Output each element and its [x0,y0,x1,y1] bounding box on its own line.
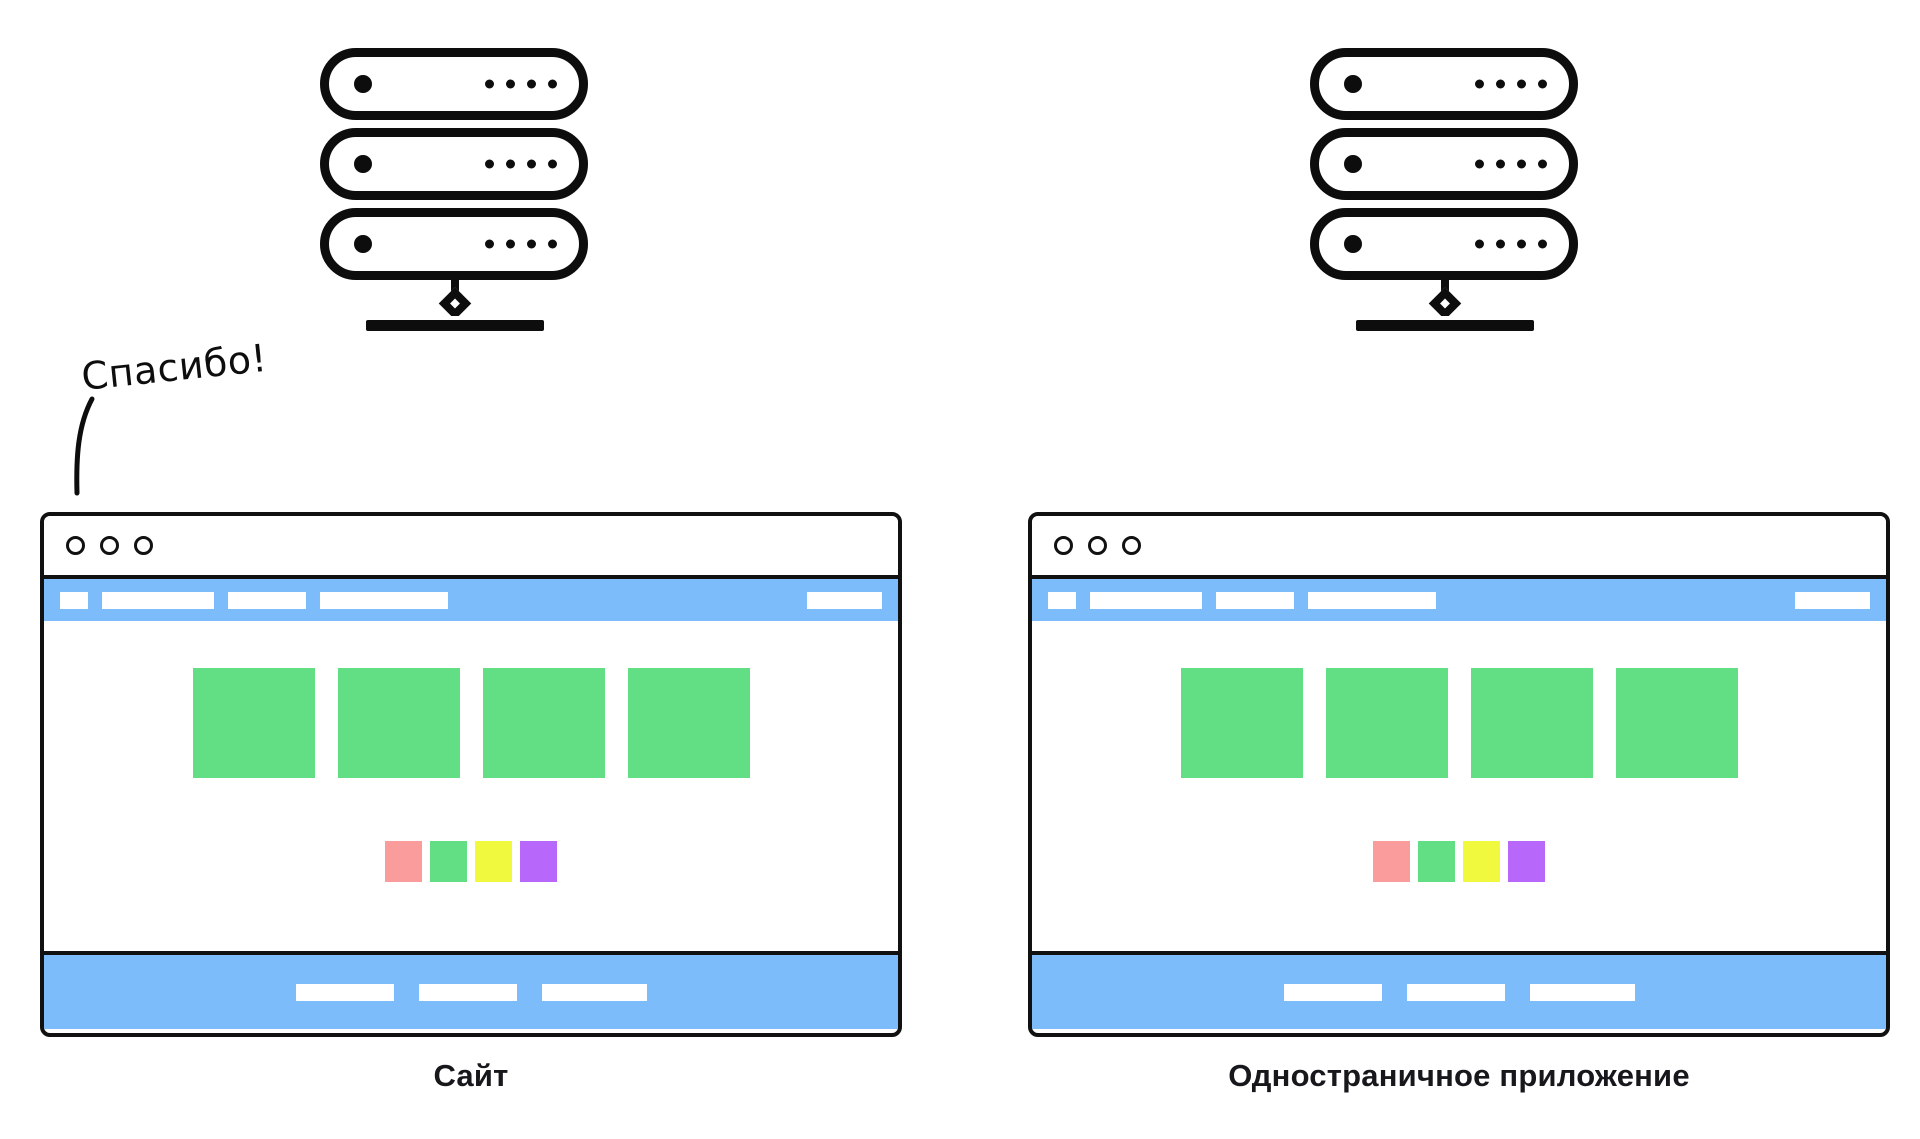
server-status-dots-icon [485,159,557,169]
chip-2[interactable] [430,841,467,882]
server-base-bar-icon [1356,320,1534,331]
content-block-3[interactable] [1470,668,1593,778]
server-power-led-icon [354,155,372,173]
server-status-dots-icon [1475,239,1547,249]
chip-4[interactable] [520,841,557,882]
footer-link-3[interactable] [1529,983,1635,1001]
footer-link-3[interactable] [541,983,647,1001]
server-rack-row [320,208,588,280]
server-status-dots-icon [1475,79,1547,89]
footer-link-1[interactable] [1283,983,1382,1001]
site-navigation-bar[interactable] [44,579,898,621]
server-network-node-icon [1428,287,1462,320]
nav-action[interactable] [1795,591,1870,609]
window-close-icon[interactable] [66,536,85,555]
annotation-label: Спасибо! [79,335,270,399]
server-network-node-icon [438,287,472,320]
server-status-dots-icon [1475,159,1547,169]
column-single-page-application: Одностраничное приложение [1000,0,1900,1139]
window-maximize-icon[interactable] [134,536,153,555]
browser-titlebar [44,516,898,579]
browser-titlebar [1032,516,1886,579]
chip-1[interactable] [1373,841,1410,882]
nav-link-2[interactable] [228,591,306,609]
footer-link-2[interactable] [418,983,517,1001]
chip-3[interactable] [1463,841,1500,882]
column-website: Спасибо! [0,0,902,1139]
content-block-row [44,668,898,778]
window-minimize-icon[interactable] [1088,536,1107,555]
chip-4[interactable] [1508,841,1545,882]
chip-3[interactable] [475,841,512,882]
chip-1[interactable] [385,841,422,882]
nav-link-3[interactable] [320,591,448,609]
window-maximize-icon[interactable] [1122,536,1141,555]
nav-logo[interactable] [1048,591,1076,609]
content-block-1[interactable] [192,668,315,778]
caption-single-page-application: Одностраничное приложение [1228,1058,1690,1093]
server-rack-icon [1300,48,1590,331]
server-stand-stem-icon [451,276,459,298]
nav-link-3[interactable] [1308,591,1436,609]
chip-row [1032,841,1886,882]
content-block-3[interactable] [482,668,605,778]
content-block-row [1032,668,1886,778]
nav-link-1[interactable] [102,591,214,609]
page-content-area [44,621,898,951]
window-close-icon[interactable] [1054,536,1073,555]
server-rack-row [1310,208,1578,280]
site-footer-bar[interactable] [44,951,898,1029]
server-status-dots-icon [485,79,557,89]
server-power-led-icon [1344,235,1362,253]
spa-browser-window[interactable] [1028,512,1890,1037]
page-content-area [1032,621,1886,951]
server-rack-row [1310,48,1578,120]
content-block-2[interactable] [337,668,460,778]
server-rack-row [320,128,588,200]
nav-link-1[interactable] [1090,591,1202,609]
app-navigation-bar[interactable] [1032,579,1886,621]
window-minimize-icon[interactable] [100,536,119,555]
server-rack-row [320,48,588,120]
server-power-led-icon [1344,155,1362,173]
server-power-led-icon [354,235,372,253]
content-block-2[interactable] [1325,668,1448,778]
content-block-4[interactable] [627,668,750,778]
website-browser-window[interactable] [40,512,902,1037]
nav-action[interactable] [807,591,882,609]
server-rack-row [1310,128,1578,200]
caption-website: Сайт [433,1058,509,1093]
footer-link-1[interactable] [295,983,394,1001]
app-footer-bar[interactable] [1032,951,1886,1029]
nav-logo[interactable] [60,591,88,609]
nav-link-2[interactable] [1216,591,1294,609]
server-base-bar-icon [366,320,544,331]
thank-you-annotation: Спасибо! [70,336,370,505]
chip-2[interactable] [1418,841,1455,882]
server-stand-stem-icon [1441,276,1449,298]
content-block-4[interactable] [1615,668,1738,778]
footer-link-2[interactable] [1406,983,1505,1001]
server-status-dots-icon [485,239,557,249]
server-power-led-icon [354,75,372,93]
content-block-1[interactable] [1180,668,1303,778]
chip-row [44,841,898,882]
server-power-led-icon [1344,75,1362,93]
annotation-pointer-line-icon [74,396,95,496]
server-rack-icon [310,48,600,331]
